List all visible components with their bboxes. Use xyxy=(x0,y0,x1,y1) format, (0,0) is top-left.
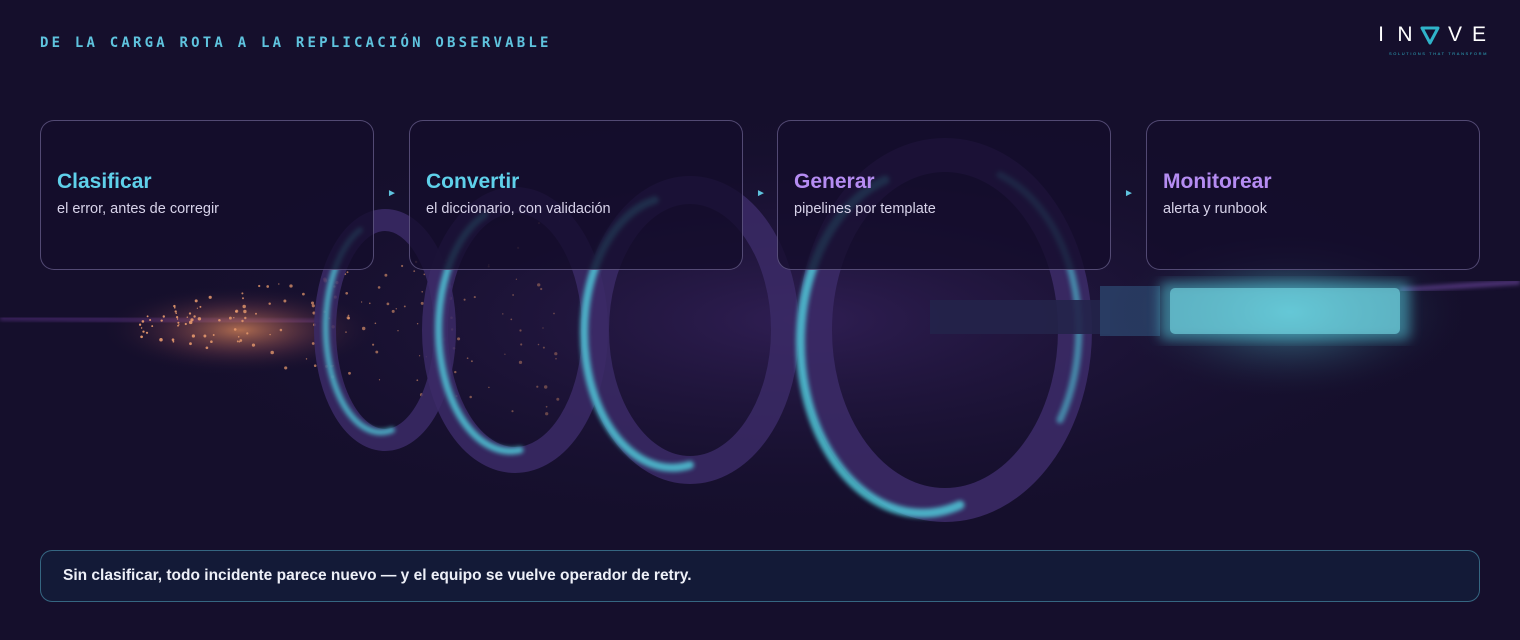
section-eyebrow: DE LA CARGA ROTA A LA REPLICACIÓN OBSERV… xyxy=(40,35,552,51)
step-card-convertir: Convertir el diccionario, con validación xyxy=(409,120,743,270)
step-title: Convertir xyxy=(426,170,520,193)
logo-letter: N xyxy=(1397,23,1413,46)
logo-wordmark: I N V E xyxy=(1372,23,1488,46)
step-card-clasificar: Clasificar el error, antes de corregir xyxy=(40,120,374,270)
step-title: Generar xyxy=(794,170,875,193)
logo-letter: V xyxy=(1447,23,1462,46)
takeaway-callout: Sin clasificar, todo incidente parece nu… xyxy=(40,550,1480,602)
step-title: Monitorear xyxy=(1163,170,1272,193)
step-subtitle: el error, antes de corregir xyxy=(57,201,219,217)
step-subtitle: pipelines por template xyxy=(794,201,936,217)
arrow-right-icon: ► xyxy=(387,188,397,199)
takeaway-text: Sin clasificar, todo incidente parece nu… xyxy=(63,567,692,584)
step-subtitle: alerta y runbook xyxy=(1163,201,1267,217)
logo-o-mark-icon xyxy=(1420,26,1440,45)
step-title: Clasificar xyxy=(57,170,152,193)
logo-letter: E xyxy=(1471,23,1486,46)
inove-logo: I N V E SOLUTIONS THAT TRANSFORM xyxy=(1372,23,1488,58)
arrow-right-icon: ► xyxy=(756,188,766,199)
step-subtitle: el diccionario, con validación xyxy=(426,201,611,217)
logo-tagline: SOLUTIONS THAT TRANSFORM xyxy=(1389,51,1488,56)
step-card-generar: Generar pipelines por template xyxy=(777,120,1111,270)
logo-letter: I xyxy=(1378,23,1384,46)
step-card-monitorear: Monitorear alerta y runbook xyxy=(1146,120,1480,270)
arrow-right-icon: ► xyxy=(1124,188,1134,199)
